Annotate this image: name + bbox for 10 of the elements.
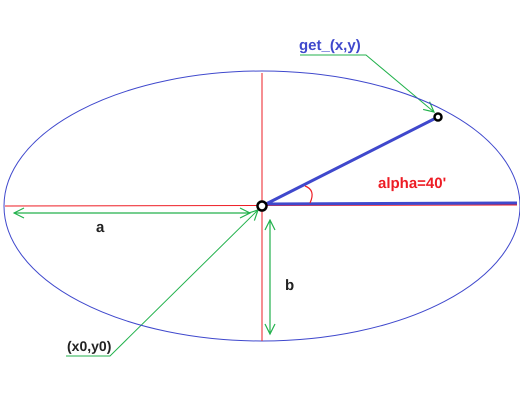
radius-line bbox=[265, 118, 435, 206]
angle-label: alpha=40' bbox=[378, 176, 446, 192]
center-marker bbox=[256, 200, 268, 212]
dimension-label: a bbox=[96, 220, 104, 236]
center-label: (x0,y0) bbox=[67, 338, 112, 354]
dimension-label: b bbox=[285, 278, 294, 294]
point-label: get_(x,y) bbox=[299, 38, 361, 54]
leader-line bbox=[66, 209, 259, 356]
point-marker bbox=[433, 112, 443, 122]
leader-line bbox=[300, 54, 435, 113]
